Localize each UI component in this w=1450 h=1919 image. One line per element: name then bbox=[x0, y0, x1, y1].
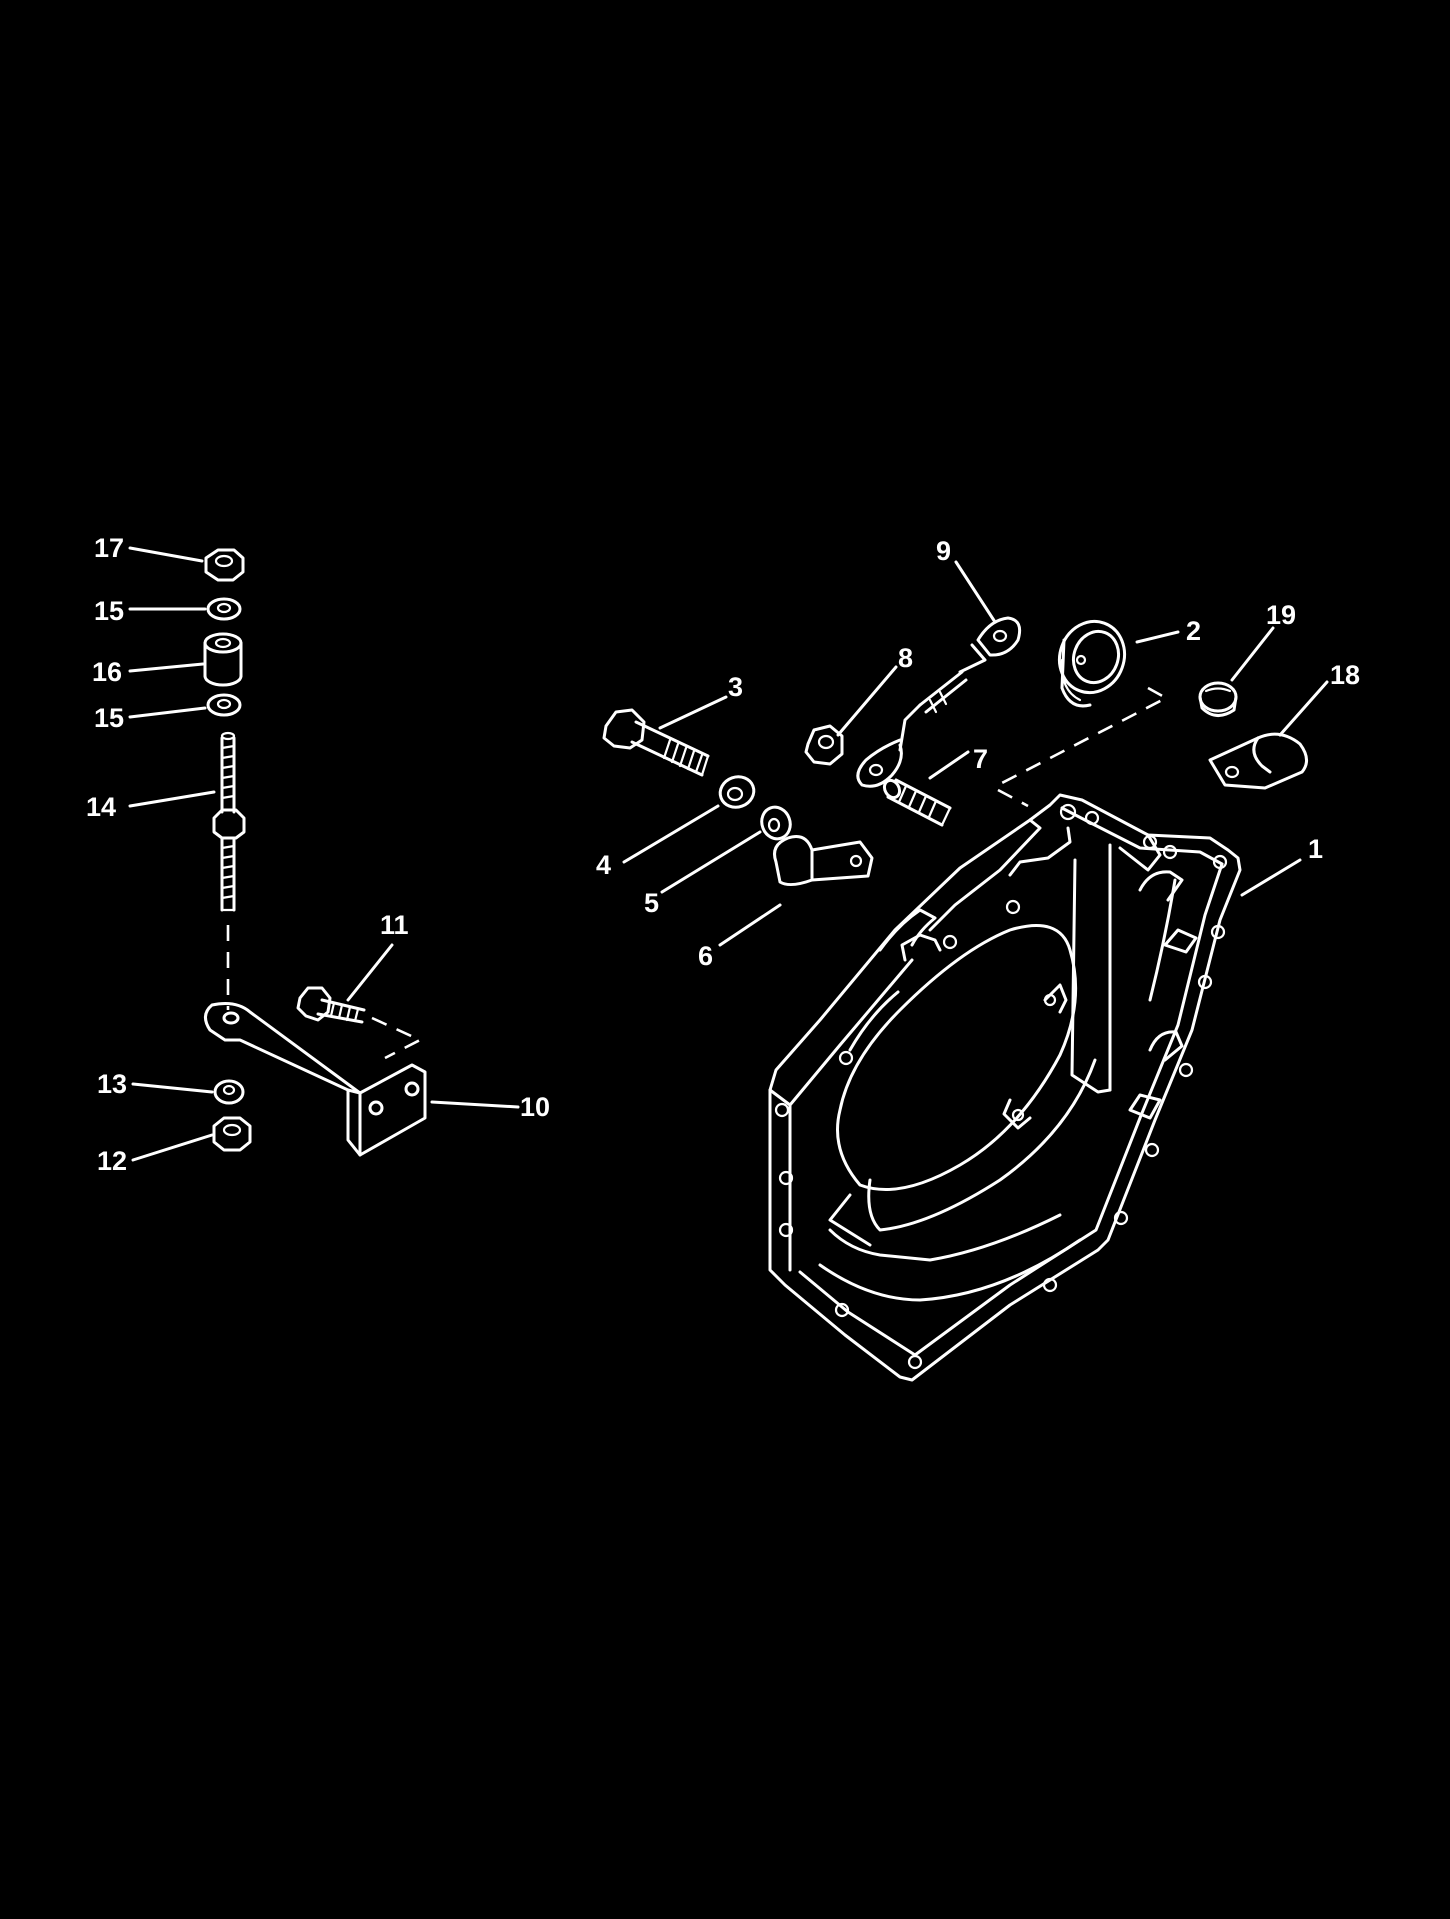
callout-16: 16 bbox=[92, 657, 122, 687]
part-5-washer bbox=[760, 805, 792, 841]
callout-15-lower: 15 bbox=[94, 703, 124, 733]
callout-3: 3 bbox=[728, 672, 743, 702]
part-4-washer bbox=[718, 775, 756, 809]
part-1-flywheel-housing bbox=[768, 793, 1242, 1382]
assembly-line-housing bbox=[997, 788, 1029, 808]
callout-6: 6 bbox=[698, 941, 713, 971]
part-13-washer bbox=[213, 1079, 245, 1105]
part-9-ground-strap bbox=[856, 616, 1022, 788]
part-18-clip bbox=[1208, 732, 1308, 790]
callout-9: 9 bbox=[936, 536, 951, 566]
callout-18: 18 bbox=[1330, 660, 1360, 690]
callout-11: 11 bbox=[380, 910, 409, 940]
callout-labels: 17 15 16 15 14 11 10 13 12 3 4 5 6 7 8 9… bbox=[86, 533, 1360, 1176]
part-8-nut bbox=[804, 724, 844, 766]
callout-13: 13 bbox=[97, 1069, 127, 1099]
part-12-nut bbox=[212, 1116, 252, 1152]
part-16-spacer bbox=[203, 632, 243, 687]
part-7-stud bbox=[882, 778, 952, 827]
part-17-nut bbox=[204, 548, 245, 582]
callout-8: 8 bbox=[898, 643, 913, 673]
callout-17: 17 bbox=[94, 533, 124, 563]
part-10-bracket bbox=[204, 1002, 427, 1157]
callout-15-upper: 15 bbox=[94, 596, 124, 626]
part-15-washer-lower bbox=[206, 693, 242, 717]
part-14-stud-with-nut bbox=[212, 731, 246, 912]
callout-12: 12 bbox=[97, 1146, 127, 1176]
callout-7: 7 bbox=[973, 744, 988, 774]
part-15-washer-upper bbox=[206, 597, 242, 621]
callout-2: 2 bbox=[1186, 616, 1201, 646]
callout-5: 5 bbox=[644, 888, 659, 918]
assembly-line-bolt-11 bbox=[371, 1016, 423, 1060]
part-11-bolt bbox=[296, 986, 366, 1024]
part-3-bolt bbox=[602, 708, 710, 777]
callout-1: 1 bbox=[1308, 834, 1323, 864]
callout-14: 14 bbox=[86, 792, 116, 822]
callout-19: 19 bbox=[1266, 600, 1296, 630]
callout-10: 10 bbox=[520, 1092, 550, 1122]
part-6-clip bbox=[773, 835, 874, 887]
callout-4: 4 bbox=[596, 850, 611, 880]
part-19-plug bbox=[1198, 681, 1238, 717]
assembly-line-seal bbox=[999, 686, 1169, 786]
leader-lines bbox=[128, 546, 1329, 1162]
part-2-seal bbox=[1058, 619, 1126, 708]
